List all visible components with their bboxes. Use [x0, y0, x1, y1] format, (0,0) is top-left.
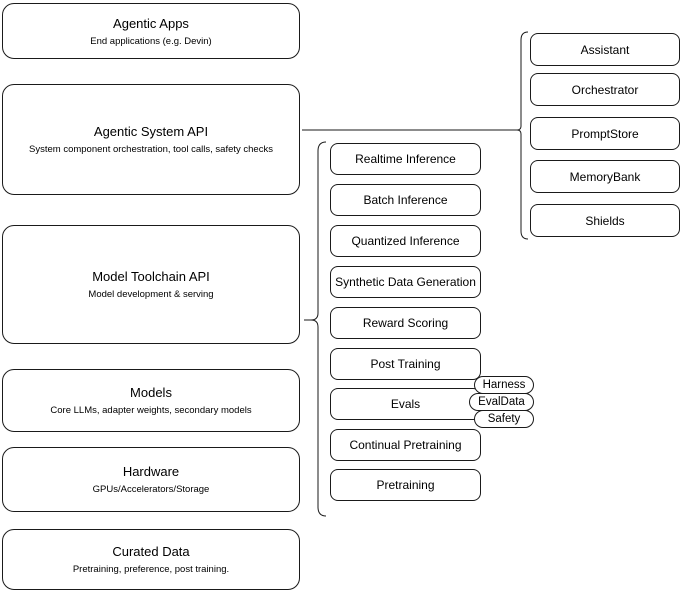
- component-label: Shields: [585, 213, 625, 228]
- layer-box-models[interactable]: Models Core LLMs, adapter weights, secon…: [2, 369, 300, 432]
- layer-box-curated-data[interactable]: Curated Data Pretraining, preference, po…: [2, 529, 300, 590]
- capability-label: Reward Scoring: [362, 316, 449, 330]
- layer-title: Models: [130, 385, 172, 400]
- component-box-assistant[interactable]: Assistant: [530, 33, 680, 66]
- component-label: Orchestrator: [571, 82, 639, 97]
- component-box-promptstore[interactable]: PromptStore: [530, 117, 680, 150]
- component-label: MemoryBank: [569, 169, 641, 184]
- brace-middle-column: [304, 141, 327, 517]
- layer-subtitle: System component orchestration, tool cal…: [29, 144, 273, 155]
- layer-box-hardware[interactable]: Hardware GPUs/Accelerators/Storage: [2, 447, 300, 512]
- component-label: Assistant: [580, 42, 630, 57]
- layer-box-agentic-system-api[interactable]: Agentic System API System component orch…: [2, 84, 300, 195]
- layer-box-agentic-apps[interactable]: Agentic Apps End applications (e.g. Devi…: [2, 3, 300, 59]
- layer-title: Agentic System API: [93, 124, 209, 139]
- capability-box-pretraining[interactable]: Pretraining: [330, 469, 481, 501]
- capability-label: Pretraining: [376, 478, 435, 492]
- layer-subtitle: Model development & serving: [88, 289, 214, 300]
- component-box-orchestrator[interactable]: Orchestrator: [530, 73, 680, 106]
- evals-badge-label: EvalData: [478, 395, 525, 408]
- capability-box-continual-pretraining[interactable]: Continual Pretraining: [330, 429, 481, 461]
- capability-label: Post Training: [370, 357, 441, 371]
- capability-box-realtime-inference[interactable]: Realtime Inference: [330, 143, 481, 175]
- capability-label: Continual Pretraining: [349, 438, 462, 452]
- brace-right-column: [513, 31, 529, 240]
- component-box-memorybank[interactable]: MemoryBank: [530, 160, 680, 193]
- component-label: PromptStore: [571, 126, 639, 141]
- capability-label: Batch Inference: [363, 193, 448, 207]
- capability-label: Synthetic Data Generation: [335, 275, 476, 289]
- capability-box-quantized-inference[interactable]: Quantized Inference: [330, 225, 481, 257]
- layer-box-model-toolchain-api[interactable]: Model Toolchain API Model development & …: [2, 225, 300, 344]
- capability-box-post-training[interactable]: Post Training: [330, 348, 481, 380]
- evals-badge-label: Harness: [482, 378, 526, 391]
- layer-subtitle: End applications (e.g. Devin): [90, 35, 212, 47]
- evals-badge-safety[interactable]: Safety: [474, 410, 534, 428]
- layer-subtitle: Core LLMs, adapter weights, secondary mo…: [50, 405, 252, 416]
- capability-label: Evals: [390, 397, 421, 411]
- component-box-shields[interactable]: Shields: [530, 204, 680, 237]
- evals-badge-label: Safety: [487, 412, 521, 425]
- evals-badge-harness[interactable]: Harness: [474, 376, 534, 394]
- layer-title: Agentic Apps: [113, 15, 189, 31]
- evals-badge-evaldata[interactable]: EvalData: [469, 393, 534, 411]
- capability-box-evals[interactable]: Evals: [330, 388, 481, 420]
- layer-subtitle: GPUs/Accelerators/Storage: [92, 484, 210, 495]
- capability-label: Quantized Inference: [351, 234, 460, 248]
- capability-box-batch-inference[interactable]: Batch Inference: [330, 184, 481, 216]
- capability-box-reward-scoring[interactable]: Reward Scoring: [330, 307, 481, 339]
- capability-box-synthetic-data-generation[interactable]: Synthetic Data Generation: [330, 266, 481, 298]
- capability-label: Realtime Inference: [355, 152, 456, 166]
- layer-title: Curated Data: [112, 544, 190, 559]
- layer-title: Model Toolchain API: [92, 269, 210, 284]
- layer-subtitle: Pretraining, preference, post training.: [72, 564, 230, 575]
- layer-title: Hardware: [122, 464, 180, 479]
